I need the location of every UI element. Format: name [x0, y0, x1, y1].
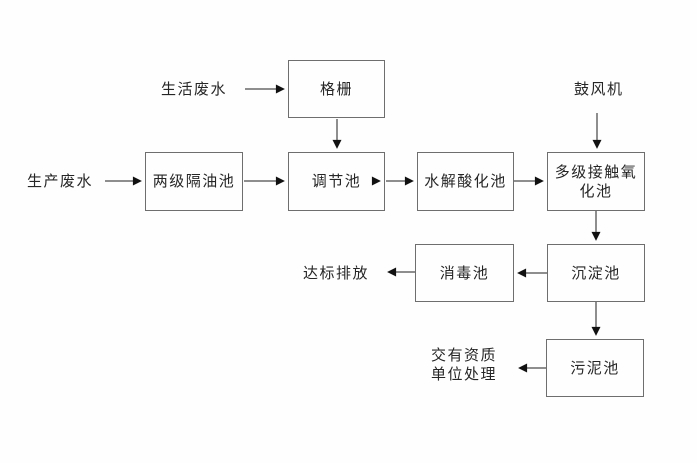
node-sludge-tank: 污泥池	[546, 339, 644, 397]
node-regulating-tank: 调节池	[288, 152, 385, 211]
node-grating-label: 格栅	[319, 79, 353, 98]
label-production-wastewater: 生产废水	[27, 172, 94, 190]
node-sedimentation-tank: 沉淀池	[547, 244, 645, 302]
label-qualified-disposal-line2: 单位处理	[431, 365, 498, 383]
label-standard-discharge: 达标排放	[303, 264, 370, 282]
node-disinfection-tank-label: 消毒池	[439, 263, 490, 282]
node-oxidation-tank: 多级接触氧 化池	[547, 152, 645, 211]
label-domestic-wastewater: 生活废水	[161, 80, 228, 98]
node-oxidation-tank-label-line2: 化池	[579, 181, 613, 200]
node-hydrolysis-tank-label: 水解酸化池	[424, 172, 507, 190]
node-hydrolysis-tank: 水解酸化池	[417, 152, 514, 211]
node-sedimentation-tank-label: 沉淀池	[571, 263, 621, 282]
node-oil-separator: 两级隔油池	[145, 152, 243, 211]
node-sludge-tank-label: 污泥池	[570, 358, 620, 377]
label-qualified-disposal: 交有资质 单位处理	[431, 346, 497, 384]
node-oil-separator-label: 两级隔油池	[152, 172, 236, 190]
label-qualified-disposal-line1: 交有资质	[431, 346, 498, 364]
node-disinfection-tank: 消毒池	[415, 244, 514, 302]
node-grating: 格栅	[288, 60, 385, 118]
node-oxidation-tank-label-line1: 多级接触氧	[554, 162, 638, 181]
node-regulating-tank-label: 调节池	[311, 172, 362, 190]
label-blower: 鼓风机	[574, 80, 624, 98]
